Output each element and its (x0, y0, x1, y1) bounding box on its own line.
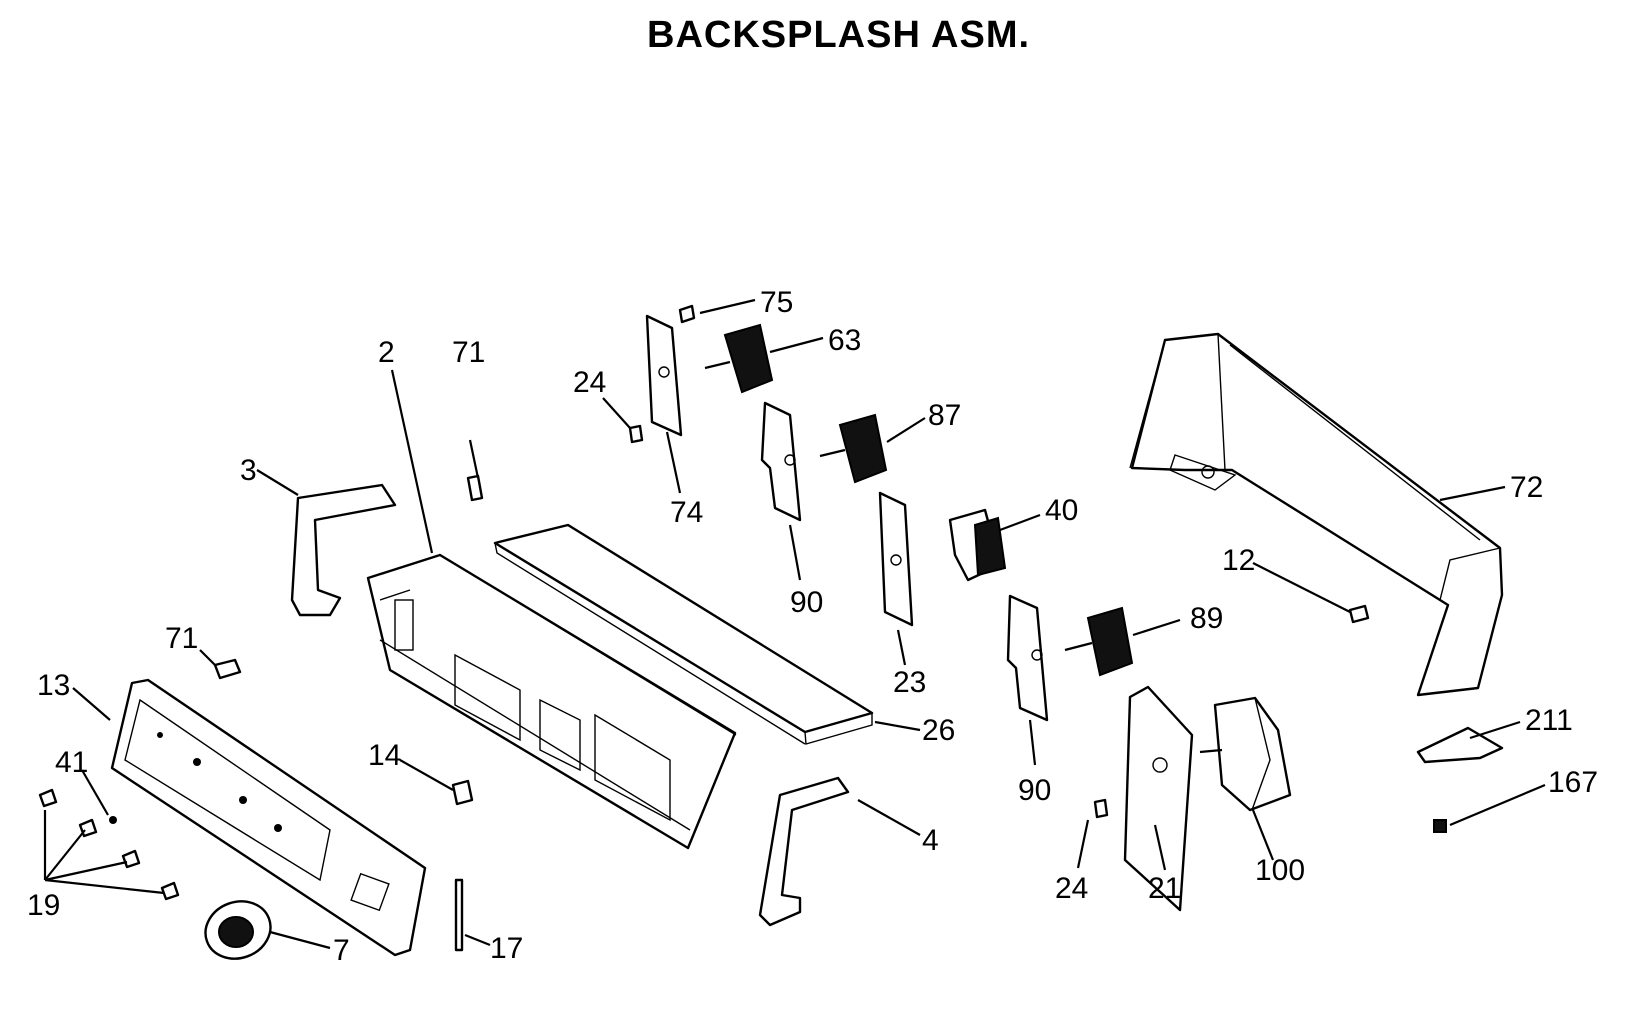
callout-4: 4 (922, 824, 939, 857)
callout-100: 100 (1255, 854, 1305, 887)
part-19-button-c (121, 849, 141, 869)
leader-lines (43, 298, 1546, 950)
cropped-header-title: · · · · · · · · · (840, 0, 1038, 15)
callout-87: 87 (928, 399, 961, 432)
part-71-screw-upper (466, 474, 484, 502)
callout-75: 75 (760, 286, 793, 319)
callout-14: 14 (368, 739, 401, 772)
callout-13: 13 (37, 669, 70, 702)
part-19-button-a (38, 788, 58, 808)
part-26-cover-strip (493, 523, 874, 745)
part-21-timer-plate (1123, 685, 1194, 912)
part-211-hinge (1416, 726, 1504, 764)
part-100-timer (1199, 696, 1292, 812)
callout-211: 211 (1525, 704, 1573, 737)
callout-24-lower: 24 (1055, 872, 1088, 905)
callout-40: 40 (1045, 494, 1078, 527)
callout-7: 7 (333, 934, 350, 967)
callout-90-upper: 90 (790, 586, 823, 619)
part-19-button-d (160, 881, 180, 901)
part-63-switch (704, 323, 774, 394)
callout-19: 19 (27, 889, 60, 922)
part-24-screw-upper (628, 424, 644, 444)
callout-41: 41 (55, 746, 88, 779)
part-23-mounting-plate (878, 491, 914, 627)
part-7-knob (204, 900, 272, 960)
part-17-rod (454, 878, 464, 952)
part-40-selector-switch (948, 508, 1007, 582)
part-12-clip (1348, 604, 1370, 624)
part-72-backsplash-top (1129, 332, 1504, 697)
part-13-control-panel (110, 678, 427, 957)
part-71-screw-lower (213, 658, 242, 680)
callout-74: 74 (670, 496, 703, 529)
callout-3: 3 (240, 454, 257, 487)
callout-21: 21 (1148, 872, 1181, 905)
part-4-right-end-bracket (758, 776, 850, 927)
diagram-title: BACKSPLASH ASM. (647, 14, 1031, 56)
part-14-clip (451, 779, 474, 806)
callout-90-lower: 90 (1018, 774, 1051, 807)
part-75-screw (678, 304, 696, 324)
part-167-foot (1433, 819, 1447, 833)
callout-71-upper: 71 (452, 336, 485, 369)
callout-71-lower: 71 (165, 622, 198, 655)
part-2-control-housing (366, 553, 737, 850)
callout-63: 63 (828, 324, 861, 357)
callout-72: 72 (1510, 471, 1543, 504)
callout-17: 17 (490, 932, 523, 965)
part-89-switch (1064, 606, 1134, 677)
part-41-indicator (109, 816, 117, 824)
part-90-bracket-lower (1006, 594, 1049, 722)
callout-26: 26 (922, 714, 955, 747)
callout-12: 12 (1222, 544, 1255, 577)
callout-labels: 75 63 24 74 87 2 71 3 90 40 72 12 89 23 … (27, 286, 1598, 967)
part-3-left-end-bracket (290, 483, 397, 617)
callout-89: 89 (1190, 602, 1223, 635)
callout-23: 23 (893, 666, 926, 699)
part-24-screw-lower (1093, 798, 1109, 819)
small-hardware (38, 304, 1504, 952)
part-90-bracket-upper (760, 401, 802, 522)
callout-167: 167 (1548, 766, 1598, 799)
callout-24-upper: 24 (573, 366, 606, 399)
part-74-mounting-plate (645, 314, 683, 437)
callout-2: 2 (378, 336, 395, 369)
part-87-switch (819, 413, 888, 484)
